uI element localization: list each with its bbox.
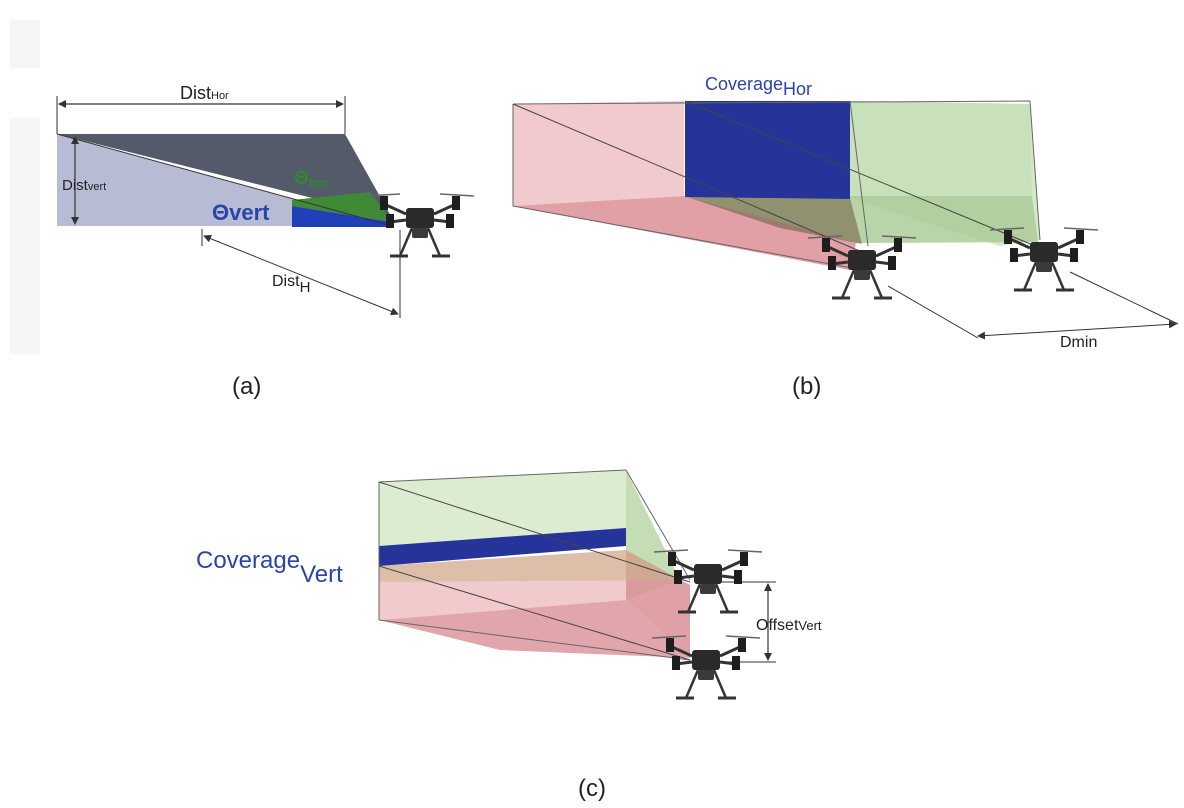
drone-icon: [988, 226, 1100, 292]
sight-line: [684, 100, 1041, 249]
overlap-region: [684, 196, 862, 244]
offset-vert-label: OffsetVert: [756, 617, 822, 634]
dist-hor-face: [57, 134, 392, 218]
theta-hor-wedge: [292, 192, 392, 222]
caption-c: (c): [578, 775, 606, 802]
dist-h-label: DistH: [272, 273, 310, 296]
panel-a-scan-artifact: [10, 20, 40, 68]
drone-icon: [650, 634, 762, 700]
green-volume-face: [379, 470, 626, 546]
caption-a: (a): [232, 373, 261, 400]
dist-vert-label: Distvert: [62, 177, 106, 194]
coverage-vert-region: [379, 528, 626, 566]
volume-outline: [378, 469, 627, 483]
red-volume-bottom: [513, 196, 856, 270]
volume-outline: [512, 205, 853, 269]
theta-vert-wedge: [292, 206, 392, 227]
dmin-label: Dmin: [1060, 334, 1097, 351]
red-volume-bottom: [379, 600, 690, 658]
coverage-hor-label: CoverageHor: [705, 74, 812, 99]
theta-hor-label: Θhor: [294, 168, 328, 190]
panel-a-scan-artifact: [10, 118, 40, 354]
panel-b: Dmin CoverageHor (b): [512, 74, 1179, 400]
coverage-vert-label: CoverageVert: [196, 547, 343, 588]
volume-outline: [378, 619, 691, 661]
theta-vert-label: Θvert: [212, 200, 270, 225]
panel-a: DistHor Distvert Θhor Θvert DistH (a): [10, 20, 476, 400]
volume-outline: [512, 100, 1041, 241]
panel-c: OffsetVert CoverageVert (c): [196, 469, 822, 802]
caption-b: (b): [792, 373, 821, 400]
volume-outline: [849, 100, 869, 247]
dist-h-arrow: [203, 234, 399, 316]
sight-line: [378, 565, 691, 661]
dmin-ext-left: [887, 285, 979, 339]
coverage-hor-region: [685, 101, 850, 199]
dist-hor-label: DistHor: [180, 83, 229, 103]
sight-line: [512, 103, 863, 253]
dmin-arrow: [977, 320, 1177, 340]
red-volume-face: [513, 101, 684, 206]
dmin-ext-right: [1069, 271, 1179, 325]
sight-line: [56, 133, 393, 227]
volume-outline: [625, 469, 691, 581]
overlap-region: [379, 550, 680, 582]
drone-icon: [806, 234, 918, 300]
sight-line: [378, 481, 691, 583]
